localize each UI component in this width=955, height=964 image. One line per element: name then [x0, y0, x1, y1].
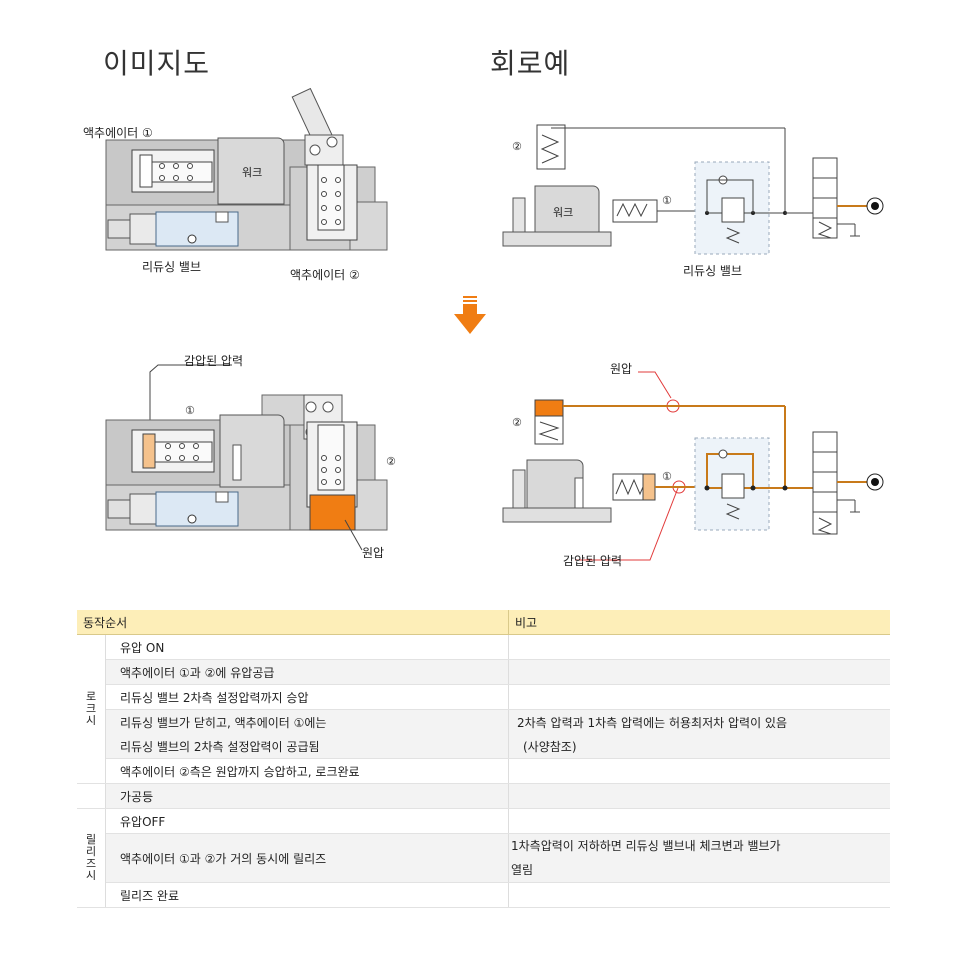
group-label-release: 릴 리 즈 시 [77, 808, 106, 908]
step-cell: 액추에이터 ①과 ②에 유압공급 [105, 659, 509, 685]
bottom-circuit-reduced-pressure-label: 감압된 압력 [563, 554, 623, 568]
step-cell: 액추에이터 ②측은 원압까지 승압하고, 로크완료 [105, 758, 509, 784]
table-row: 리듀싱 밸브 2차측 설정압력까지 승압 [77, 684, 890, 710]
table-row: 릴리즈 완료 [77, 882, 890, 908]
note-line: 1차측압력이 저하하면 리듀싱 밸브내 체크변과 밸브가 [511, 839, 781, 853]
table-row: 액추에이터 ②측은 원압까지 승압하고, 로크완료 [77, 758, 890, 784]
bottom-reduced-pressure-label: 감압된 압력 [184, 354, 244, 368]
top-circuit-mark1: ① [662, 194, 672, 207]
top-actuator1-label: 액추에이터 ① [83, 126, 153, 140]
note-cell: (사양참조) [508, 734, 890, 759]
group-label-lock: 로 크 시 [77, 634, 106, 784]
top-circuit-work-label: 워크 [553, 206, 573, 219]
header-remarks: 비고 [508, 610, 890, 635]
table-row: 리듀싱 밸브의 2차측 설정압력이 공급됨 (사양참조) [77, 734, 890, 759]
table-row: 로 크 시 유압 ON [77, 634, 890, 784]
note-cell [508, 808, 890, 834]
step-cell: 릴리즈 완료 [105, 882, 509, 908]
note-cell [508, 758, 890, 784]
bottom-image-mark1: ① [185, 404, 195, 417]
table-row: 액추에이터 ①과 ②가 거의 동시에 릴리즈 1차측압력이 저하하면 리듀싱 밸… [77, 833, 890, 883]
note-cell [508, 783, 890, 809]
top-reducing-valve-label: 리듀싱 밸브 [142, 260, 202, 274]
circuit-example-title: 회로예 [490, 47, 571, 80]
top-actuator2-label: 액추에이터 ② [290, 268, 360, 282]
top-circuit-diagram: 워크 [502, 124, 884, 255]
table-row: 가공등 [77, 783, 890, 809]
top-circuit-mark2: ② [512, 140, 522, 153]
step-cell: 리듀싱 밸브의 2차측 설정압력이 공급됨 [105, 734, 509, 759]
note-cell [508, 634, 890, 660]
bottom-circuit-source-pressure-label: 원압 [610, 362, 633, 376]
bottom-circuit-mark1: ① [662, 470, 672, 483]
step-cell: 가공등 [105, 783, 509, 809]
step-cell: 리듀싱 밸브가 닫히고, 액추에이터 ①에는 [105, 709, 509, 734]
bottom-circuit-mark2: ② [512, 416, 522, 429]
note-cell [508, 659, 890, 685]
bottom-image-mark2: ② [386, 455, 396, 468]
step-cell: 유압OFF [105, 808, 509, 834]
table-row: 액추에이터 ①과 ②에 유압공급 [77, 659, 890, 685]
header-sequence: 동작순서 [77, 610, 509, 635]
top-image-work-label: 워크 [242, 166, 262, 179]
bottom-image-diagram [105, 364, 388, 551]
note-cell [508, 882, 890, 908]
note-cell: 2차측 압력과 1차측 압력에는 허용최저차 압력이 있음 [508, 709, 890, 734]
note-line: 열림 [511, 863, 534, 877]
step-cell: 유압 ON [105, 634, 509, 660]
bottom-circuit-diagram [502, 371, 884, 561]
note-cell [508, 684, 890, 710]
table-header-row: 동작순서 비고 [77, 610, 890, 635]
top-circuit-reducing-valve-label: 리듀싱 밸브 [683, 264, 743, 278]
bottom-image-source-pressure-label: 원압 [362, 546, 385, 560]
step-cell: 액추에이터 ①과 ②가 거의 동시에 릴리즈 [105, 833, 509, 883]
note-cell: 1차측압력이 저하하면 리듀싱 밸브내 체크변과 밸브가 열림 [508, 833, 890, 883]
step-cell: 리듀싱 밸브 2차측 설정압력까지 승압 [105, 684, 509, 710]
top-image-diagram: 워크 [105, 87, 388, 251]
table-row: 리듀싱 밸브가 닫히고, 액추에이터 ①에는 2차측 압력과 1차측 압력에는 … [77, 709, 890, 734]
down-arrow-icon [454, 296, 486, 334]
image-diagram-title: 이미지도 [103, 47, 211, 80]
table-row: 릴 리 즈 시 유압OFF [77, 808, 890, 908]
operation-sequence-table: 동작순서 비고 로 크 시 유압 ON 액추에이터 ①과 ②에 유압공급 리듀싱… [77, 610, 890, 908]
group-label-processing [77, 783, 106, 809]
